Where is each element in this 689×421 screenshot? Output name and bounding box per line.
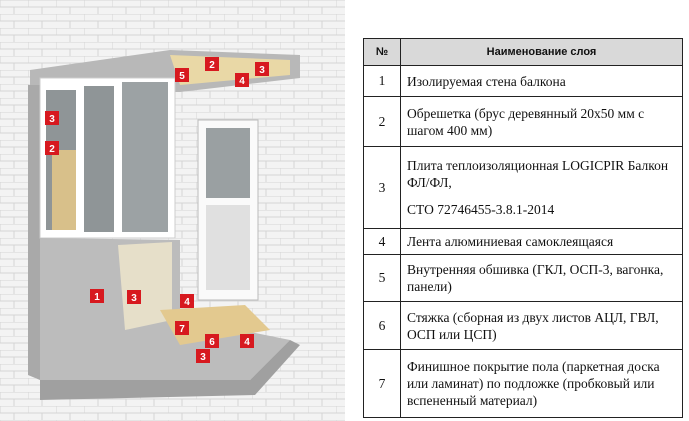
svg-text:4: 4 xyxy=(244,337,250,348)
table-row: 1 Изолируемая стена балкона xyxy=(363,65,683,97)
layers-table: № Наименование слоя 1 Изолируемая стена … xyxy=(363,38,683,418)
marker: 6 xyxy=(205,334,219,348)
svg-text:3: 3 xyxy=(200,352,206,363)
table-row: 2 Обрешетка (брус деревянный 20х50 мм с … xyxy=(363,96,683,147)
marker: 2 xyxy=(45,141,59,155)
svg-text:6: 6 xyxy=(209,337,215,348)
marker: 2 xyxy=(205,57,219,71)
marker: 3 xyxy=(196,349,210,363)
marker: 4 xyxy=(180,294,194,308)
row-number: 2 xyxy=(363,96,401,147)
header-number: № xyxy=(363,38,401,66)
balcony-insulation-illustration: 5 2 4 3 3 2 1 3 4 7 6 4 3 xyxy=(0,0,345,421)
table-row: 7 Финишное покрытие пола (паркетная доск… xyxy=(363,349,683,418)
svg-text:3: 3 xyxy=(131,293,137,304)
row-text: СТО 72746455-3.8.1-2014 xyxy=(407,202,555,217)
svg-text:3: 3 xyxy=(49,114,55,125)
marker: 1 xyxy=(90,289,104,303)
row-text: Внутренняя обшивка (ГКЛ, ОСП-3, вагонка,… xyxy=(407,262,664,294)
table-row: 4 Лента алюминиевая самоклеящаяся xyxy=(363,228,683,255)
table-row: 5 Внутренняя обшивка (ГКЛ, ОСП-3, вагонк… xyxy=(363,254,683,302)
header-layer-name: Наименование слоя xyxy=(400,38,683,66)
window-frames xyxy=(39,77,176,239)
side-wall xyxy=(28,85,40,380)
row-number: 3 xyxy=(363,146,401,229)
marker: 3 xyxy=(255,62,269,76)
row-text: Финишное покрытие пола (паркетная доска … xyxy=(407,359,660,408)
layer-markers: 5 2 4 3 3 2 1 3 4 7 6 4 3 xyxy=(45,57,269,363)
floor-slab xyxy=(40,340,300,400)
row-number: 1 xyxy=(363,65,401,97)
row-number: 4 xyxy=(363,228,401,255)
row-text: Обрешетка (брус деревянный 20х50 мм с ша… xyxy=(407,105,645,138)
marker: 3 xyxy=(127,290,141,304)
row-text: Стяжка (сборная из двух листов АЦЛ, ГВЛ,… xyxy=(407,309,659,342)
svg-text:4: 4 xyxy=(184,297,190,308)
marker: 5 xyxy=(175,68,189,82)
svg-text:1: 1 xyxy=(94,292,100,303)
svg-text:4: 4 xyxy=(239,76,245,87)
row-text: Плита теплоизоляционная LOGICPIR Балкон … xyxy=(407,158,669,190)
marker: 7 xyxy=(175,321,189,335)
marker: 4 xyxy=(240,334,254,348)
svg-text:3: 3 xyxy=(259,65,265,76)
svg-text:7: 7 xyxy=(179,324,185,335)
table-header: № Наименование слоя xyxy=(363,38,683,66)
row-number: 7 xyxy=(363,349,401,418)
row-text: Изолируемая стена балкона xyxy=(407,73,566,89)
svg-text:2: 2 xyxy=(209,60,215,71)
svg-text:2: 2 xyxy=(49,144,55,155)
marker: 3 xyxy=(45,111,59,125)
marker: 4 xyxy=(235,73,249,87)
table-row: 3 Плита теплоизоляционная LOGICPIR Балко… xyxy=(363,146,683,229)
svg-text:5: 5 xyxy=(179,71,185,82)
table-row: 6 Стяжка (сборная из двух листов АЦЛ, ГВ… xyxy=(363,301,683,350)
row-number: 5 xyxy=(363,254,401,302)
row-text: Лента алюминиевая самоклеящаяся xyxy=(407,234,614,249)
row-number: 6 xyxy=(363,301,401,350)
